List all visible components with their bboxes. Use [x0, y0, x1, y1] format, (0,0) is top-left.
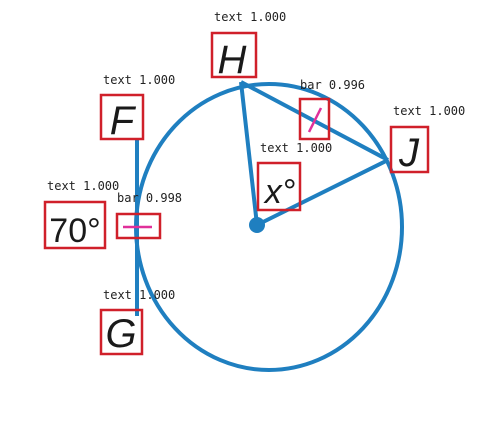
label-G: G — [105, 312, 136, 356]
detection-boxes — [43, 31, 430, 356]
detection-label-bar-top: bar 0.996 — [300, 78, 365, 92]
detection-label-F: text 1.000 — [103, 73, 175, 87]
circle-figure — [134, 80, 404, 372]
box-bar-top — [298, 97, 331, 141]
center-point — [249, 217, 265, 233]
box-F — [99, 93, 145, 141]
box-bar-left — [115, 212, 162, 240]
detection-label-bar-left: bar 0.998 — [117, 191, 182, 205]
box-H — [210, 31, 258, 79]
detection-label-70-angle: text 1.000 — [47, 179, 119, 193]
detection-label-H: text 1.000 — [214, 10, 286, 24]
circle — [134, 82, 404, 372]
label-F: F — [110, 99, 137, 143]
detection-label-x-angle: text 1.000 — [260, 141, 332, 155]
detection-label-G: text 1.000 — [103, 288, 175, 302]
detection-label-J: text 1.000 — [393, 104, 465, 118]
tick-mark-HJ — [307, 107, 323, 133]
label-H: H — [218, 38, 247, 82]
angle-70-label: 70° — [49, 212, 100, 250]
box-x-angle — [256, 161, 302, 212]
box-J — [389, 125, 430, 174]
box-70-angle — [43, 200, 107, 250]
label-J: J — [398, 131, 420, 175]
angle-x-label: x° — [263, 173, 296, 211]
box-G — [99, 308, 144, 356]
